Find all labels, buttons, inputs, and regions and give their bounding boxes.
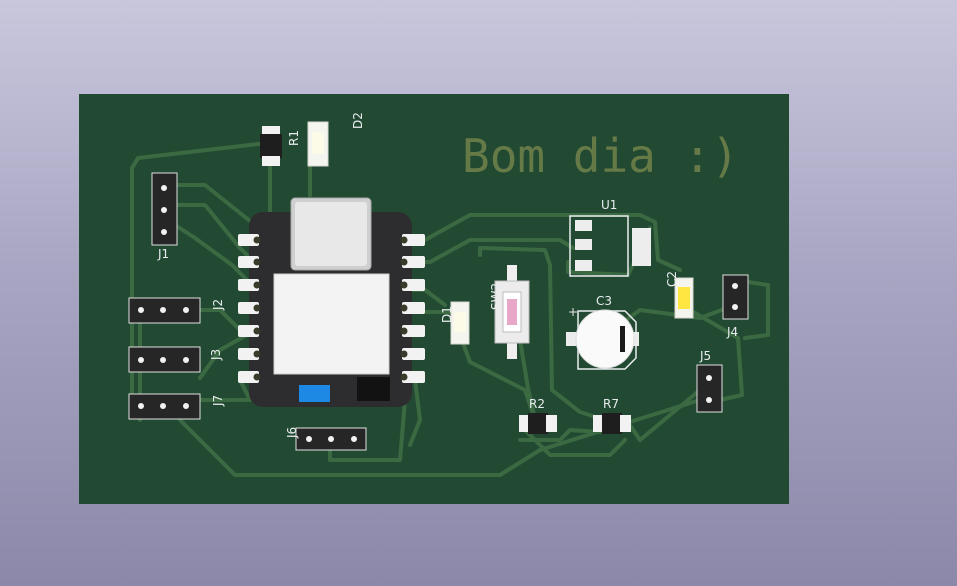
- header-j7[interactable]: J7: [128, 393, 225, 420]
- label-r1: R1: [287, 130, 301, 146]
- label-j3: J3: [209, 349, 223, 361]
- resistor-r2[interactable]: R2: [519, 397, 557, 434]
- label-j2: J2: [211, 299, 225, 311]
- header-j3[interactable]: J3: [128, 346, 223, 373]
- button-sw2[interactable]: SW2: [489, 265, 530, 359]
- module-pad-holes-left: [253, 236, 261, 381]
- label-j4: J4: [726, 325, 738, 339]
- resistor-r1[interactable]: R1: [260, 126, 301, 166]
- header-j1[interactable]: J1: [151, 172, 178, 261]
- regulator-u1[interactable]: U1: [569, 198, 651, 277]
- label-u1: U1: [601, 198, 617, 212]
- label-c3: C3: [596, 294, 612, 308]
- silkscreen-greeting: Bom dia :): [462, 129, 739, 183]
- microcontroller-module[interactable]: [238, 197, 425, 407]
- module-pads-right: [402, 234, 425, 383]
- module-pads-left: [238, 234, 259, 383]
- indicator-led-blue: [299, 385, 330, 402]
- label-sw2: SW2: [489, 283, 503, 310]
- label-c2: C2: [665, 271, 679, 287]
- button-sw2-actuator[interactable]: [507, 299, 517, 325]
- header-j6[interactable]: J6: [285, 427, 367, 451]
- capacitor-c3[interactable]: + C3: [566, 294, 639, 370]
- header-j5[interactable]: J5: [696, 349, 723, 413]
- label-j1: J1: [157, 247, 169, 261]
- label-r2: R2: [529, 397, 545, 411]
- label-r7: R7: [603, 397, 619, 411]
- label-j5: J5: [699, 349, 711, 363]
- label-j6: J6: [285, 427, 299, 439]
- resistor-r7[interactable]: R7: [593, 397, 631, 434]
- label-d1: D1: [440, 306, 454, 323]
- label-c3-polarity: +: [568, 305, 578, 319]
- module-pad-holes-right: [400, 236, 408, 381]
- label-d2: D2: [351, 112, 365, 129]
- header-j2[interactable]: J2: [128, 297, 225, 324]
- label-j7: J7: [211, 395, 225, 407]
- led-d2[interactable]: D2: [307, 112, 365, 167]
- led-d1[interactable]: D1: [440, 301, 470, 345]
- capacitor-c2[interactable]: C2: [665, 271, 694, 319]
- header-j4[interactable]: J4: [722, 274, 749, 339]
